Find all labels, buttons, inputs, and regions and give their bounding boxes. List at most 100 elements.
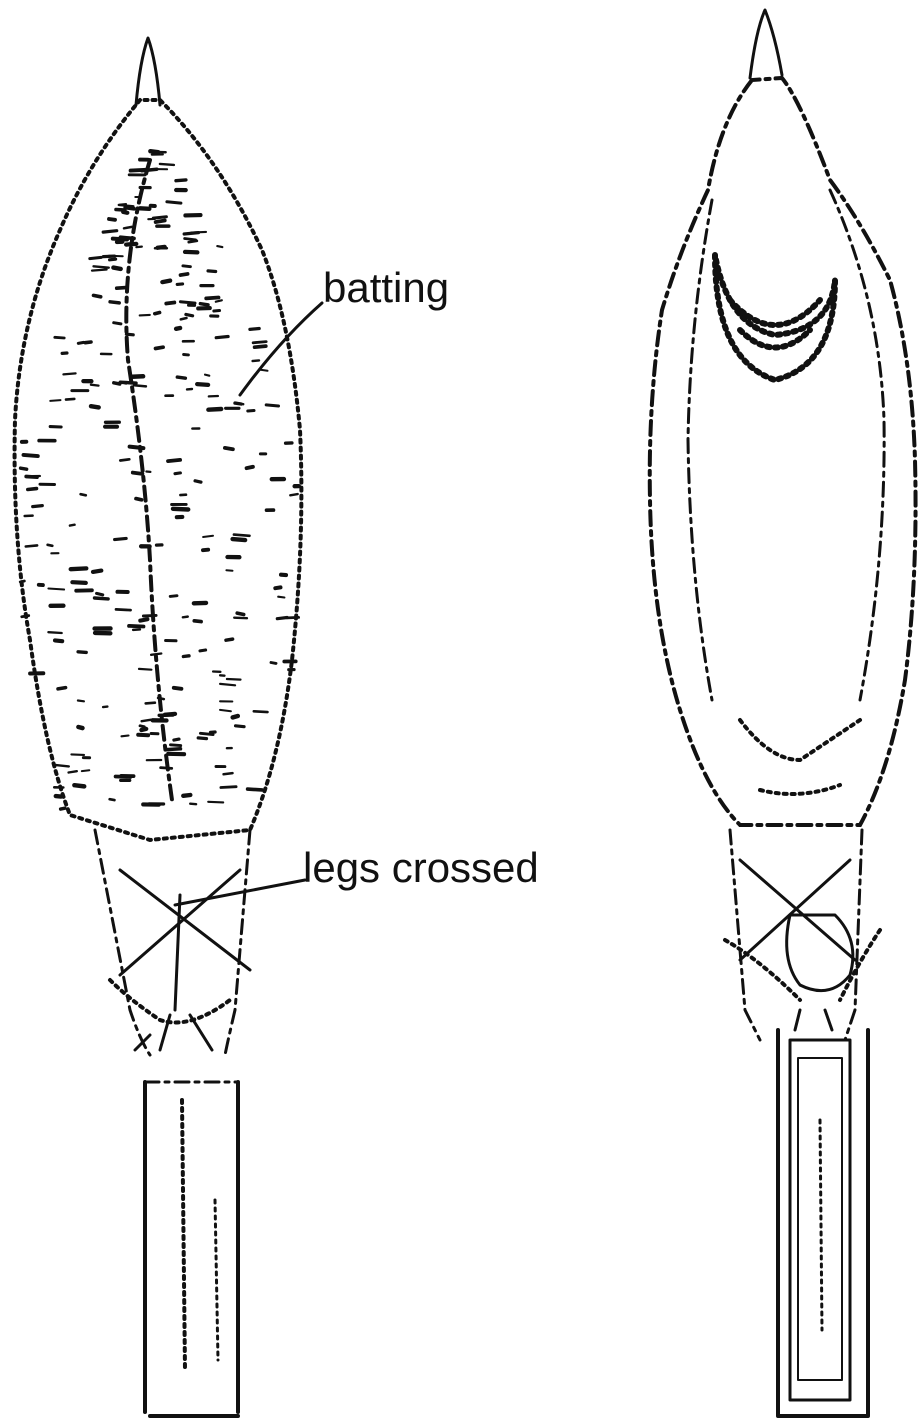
- batting-stipple: [71, 754, 84, 755]
- batting-stipple: [198, 738, 206, 739]
- batting-stipple: [48, 632, 61, 633]
- batting-stipple: [237, 613, 244, 614]
- batting-stipple: [103, 231, 117, 232]
- batting-stipple: [208, 271, 216, 272]
- batting-stipple: [185, 239, 196, 240]
- batting-stipple: [74, 785, 84, 786]
- batting-stipple: [129, 626, 144, 627]
- batting-stipple: [103, 707, 107, 708]
- batting-stipple: [250, 329, 259, 330]
- batting-stipple: [97, 593, 103, 595]
- batting-stipple: [90, 257, 102, 258]
- batting-stipple: [253, 342, 266, 343]
- batting-stipple: [93, 571, 101, 572]
- batting-stipple: [28, 489, 37, 490]
- batting-stipple: [153, 217, 166, 218]
- batting-stipple: [78, 342, 83, 343]
- batting-stipple: [138, 735, 148, 736]
- finished-specimen: [650, 10, 916, 1416]
- batting-stipple: [69, 771, 77, 772]
- batting-stipple: [115, 538, 127, 539]
- batting-stipple: [184, 233, 198, 234]
- batting-stipple: [142, 720, 151, 721]
- batting-stipple: [236, 726, 245, 727]
- batting-stipple: [110, 799, 115, 800]
- batting-stipple: [171, 745, 181, 746]
- batting-stipple: [119, 205, 134, 206]
- batting-stipple: [95, 598, 109, 599]
- batting-stipple: [236, 403, 243, 404]
- batting-stipple: [81, 494, 86, 495]
- batting-callout: batting: [240, 264, 449, 395]
- batting-stipple: [48, 545, 53, 546]
- batting-stipple: [139, 669, 151, 670]
- batting-stipple: [155, 313, 160, 314]
- batting-stipple: [168, 460, 180, 461]
- right-beak: [750, 10, 782, 78]
- batting-stipple: [63, 373, 75, 374]
- batting-stipple: [91, 385, 99, 386]
- batting-stipple: [186, 314, 193, 315]
- batting-stipple: [190, 804, 196, 805]
- batting-label: batting: [323, 264, 449, 311]
- batting-stipple: [55, 765, 69, 767]
- batting-stipple: [185, 252, 197, 253]
- batting-stipple: [165, 714, 175, 715]
- batting-stipple: [113, 268, 120, 269]
- batting-stipple: [174, 739, 179, 740]
- batting-stipple: [180, 302, 195, 303]
- left-crossed-legs: [95, 830, 250, 1055]
- batting-stipple: [183, 795, 190, 796]
- legs-crossed-callout: legs crossed: [175, 844, 539, 905]
- batting-stipple: [203, 550, 208, 551]
- batting-stipple: [234, 535, 250, 536]
- belly-feathers: [740, 720, 860, 794]
- right-wing-left: [688, 200, 712, 700]
- batting-stipple: [266, 405, 278, 406]
- batting-stipple: [94, 295, 101, 296]
- batting-stipple: [24, 455, 38, 456]
- legs-crossed-leader-line: [175, 880, 305, 905]
- batting-stipple: [61, 808, 65, 809]
- batting-stipple: [56, 796, 61, 797]
- batting-stipple: [126, 334, 133, 335]
- right-stick: [778, 1030, 868, 1416]
- batting-stipple: [70, 525, 75, 526]
- batting-stipple: [177, 377, 185, 378]
- batting-stipple: [140, 208, 149, 209]
- batting-stipple: [234, 618, 247, 619]
- batting-stipple: [271, 663, 276, 664]
- batting-stipple: [123, 212, 127, 213]
- batting-stipple: [255, 346, 266, 347]
- batting-stipple: [233, 539, 246, 540]
- batting-stipple: [21, 468, 27, 469]
- batting-stipple: [166, 303, 174, 304]
- batting-stipple: [189, 241, 197, 242]
- batting-stipple: [160, 164, 174, 165]
- batting-stipple: [216, 337, 228, 338]
- batting-stipple: [26, 477, 37, 478]
- batting-stipple: [287, 617, 298, 618]
- batting-stipple: [146, 703, 155, 704]
- batting-stipple: [109, 256, 123, 257]
- batting-stipple: [58, 688, 66, 689]
- batting-stipple: [78, 727, 82, 728]
- batting-stipple: [55, 640, 62, 641]
- batting-stipple: [158, 247, 165, 248]
- batting-stipple: [110, 259, 116, 260]
- batting-stipple: [225, 448, 233, 449]
- batting-stipple: [176, 328, 180, 329]
- batting-stipple: [220, 684, 235, 685]
- batting-stipple: [109, 219, 115, 220]
- batting-stipple: [126, 244, 136, 245]
- batting-stipple: [278, 597, 284, 598]
- batting-stipple: [85, 342, 91, 343]
- batting-stipple: [253, 360, 259, 361]
- batting-stipple: [22, 616, 29, 617]
- batting-stipple: [177, 284, 182, 285]
- batting-stipple: [174, 688, 182, 689]
- batting-stipple: [82, 770, 90, 771]
- legs-crossed-label: legs crossed: [303, 844, 539, 891]
- batting-stipple: [221, 787, 236, 788]
- batting-stipple: [226, 639, 233, 640]
